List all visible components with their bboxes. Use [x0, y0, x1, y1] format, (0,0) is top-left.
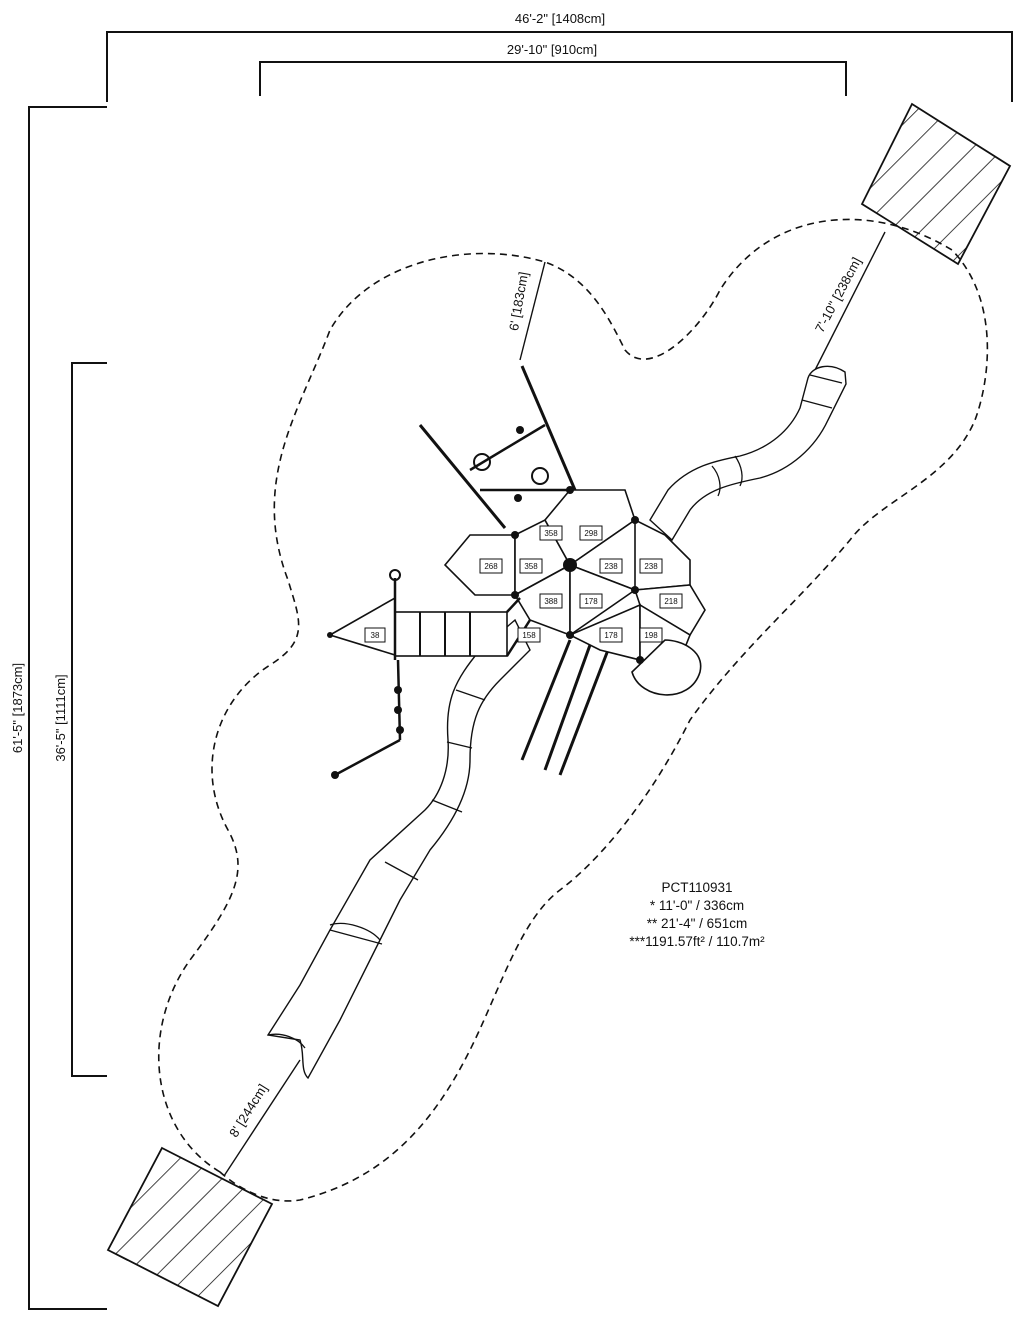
zone-callout-right: 7'-10" [238cm] [811, 231, 886, 377]
slide-exit-zone-top-right [860, 102, 1012, 266]
svg-text:218: 218 [664, 597, 678, 606]
deck-label-198: 198 [639, 627, 663, 643]
svg-text:158: 158 [522, 631, 536, 640]
note-line-2: ** 21'-4" / 651cm [647, 916, 747, 931]
zone-top-label: 6' [183cm] [506, 271, 531, 332]
deck-label-388: 388 [539, 593, 563, 609]
dimension-structure-length: 36'-5" [1111cm] [53, 362, 107, 1077]
slide-exit-zone-bottom-left [106, 1146, 274, 1308]
svg-text:198: 198 [644, 631, 658, 640]
overhead-climber [418, 365, 577, 529]
dim-structure-length-label: 36'-5" [1111cm] [53, 674, 68, 761]
svg-text:38: 38 [371, 631, 380, 640]
deck-label-158: 158 [517, 627, 541, 643]
svg-text:268: 268 [484, 562, 498, 571]
model-number: PCT110931 [661, 880, 732, 895]
svg-text:358: 358 [544, 529, 558, 538]
left-bridge [327, 569, 532, 779]
deck-label-238-right: 238 [639, 558, 663, 574]
deck-label-358-upper: 358 [539, 525, 563, 541]
zone-right-label: 7'-10" [238cm] [812, 255, 864, 335]
deck-label-218: 218 [659, 593, 683, 609]
svg-text:178: 178 [584, 597, 598, 606]
svg-text:238: 238 [644, 562, 658, 571]
zone-callout-bottom: 8' [244cm] [223, 1059, 301, 1177]
curvy-slide [649, 365, 847, 542]
slide-rails [520, 639, 610, 776]
dim-overall-length-label: 61'-5" [1873cm] [10, 663, 25, 753]
use-zone-outline [157, 218, 989, 1202]
note-line-3: ***1191.57ft² / 110.7m² [629, 934, 765, 949]
deck-label-358-lower: 358 [519, 558, 543, 574]
dimension-overall-length: 61'-5" [1873cm] [10, 106, 107, 1310]
zone-callout-top: 6' [183cm] [506, 261, 546, 361]
dim-overall-width-label: 46'-2" [1408cm] [515, 11, 605, 26]
dim-structure-width-label: 29'-10" [910cm] [507, 42, 597, 57]
deck-labels: 38 268 358 358 298 238 238 388 [364, 525, 683, 643]
zone-bottom-label: 8' [244cm] [226, 1081, 270, 1139]
svg-text:388: 388 [544, 597, 558, 606]
deck-label-178-lower: 178 [599, 627, 623, 643]
deck-label-238-left: 238 [599, 558, 623, 574]
deck-label-268: 268 [479, 558, 503, 574]
deck-label-298: 298 [579, 525, 603, 541]
deck-label-38: 38 [364, 627, 386, 643]
dimension-structure-width: 29'-10" [910cm] [259, 42, 847, 96]
spec-notes: PCT110931 * 11'-0" / 336cm ** 21'-4" / 6… [629, 880, 765, 949]
svg-text:178: 178 [604, 631, 618, 640]
svg-text:298: 298 [584, 529, 598, 538]
svg-text:358: 358 [524, 562, 538, 571]
deck-label-178-upper: 178 [579, 593, 603, 609]
long-slide [266, 618, 531, 1080]
note-line-1: * 11'-0" / 336cm [650, 898, 744, 913]
svg-text:238: 238 [604, 562, 618, 571]
dimension-overall-width: 46'-2" [1408cm] [106, 11, 1013, 102]
